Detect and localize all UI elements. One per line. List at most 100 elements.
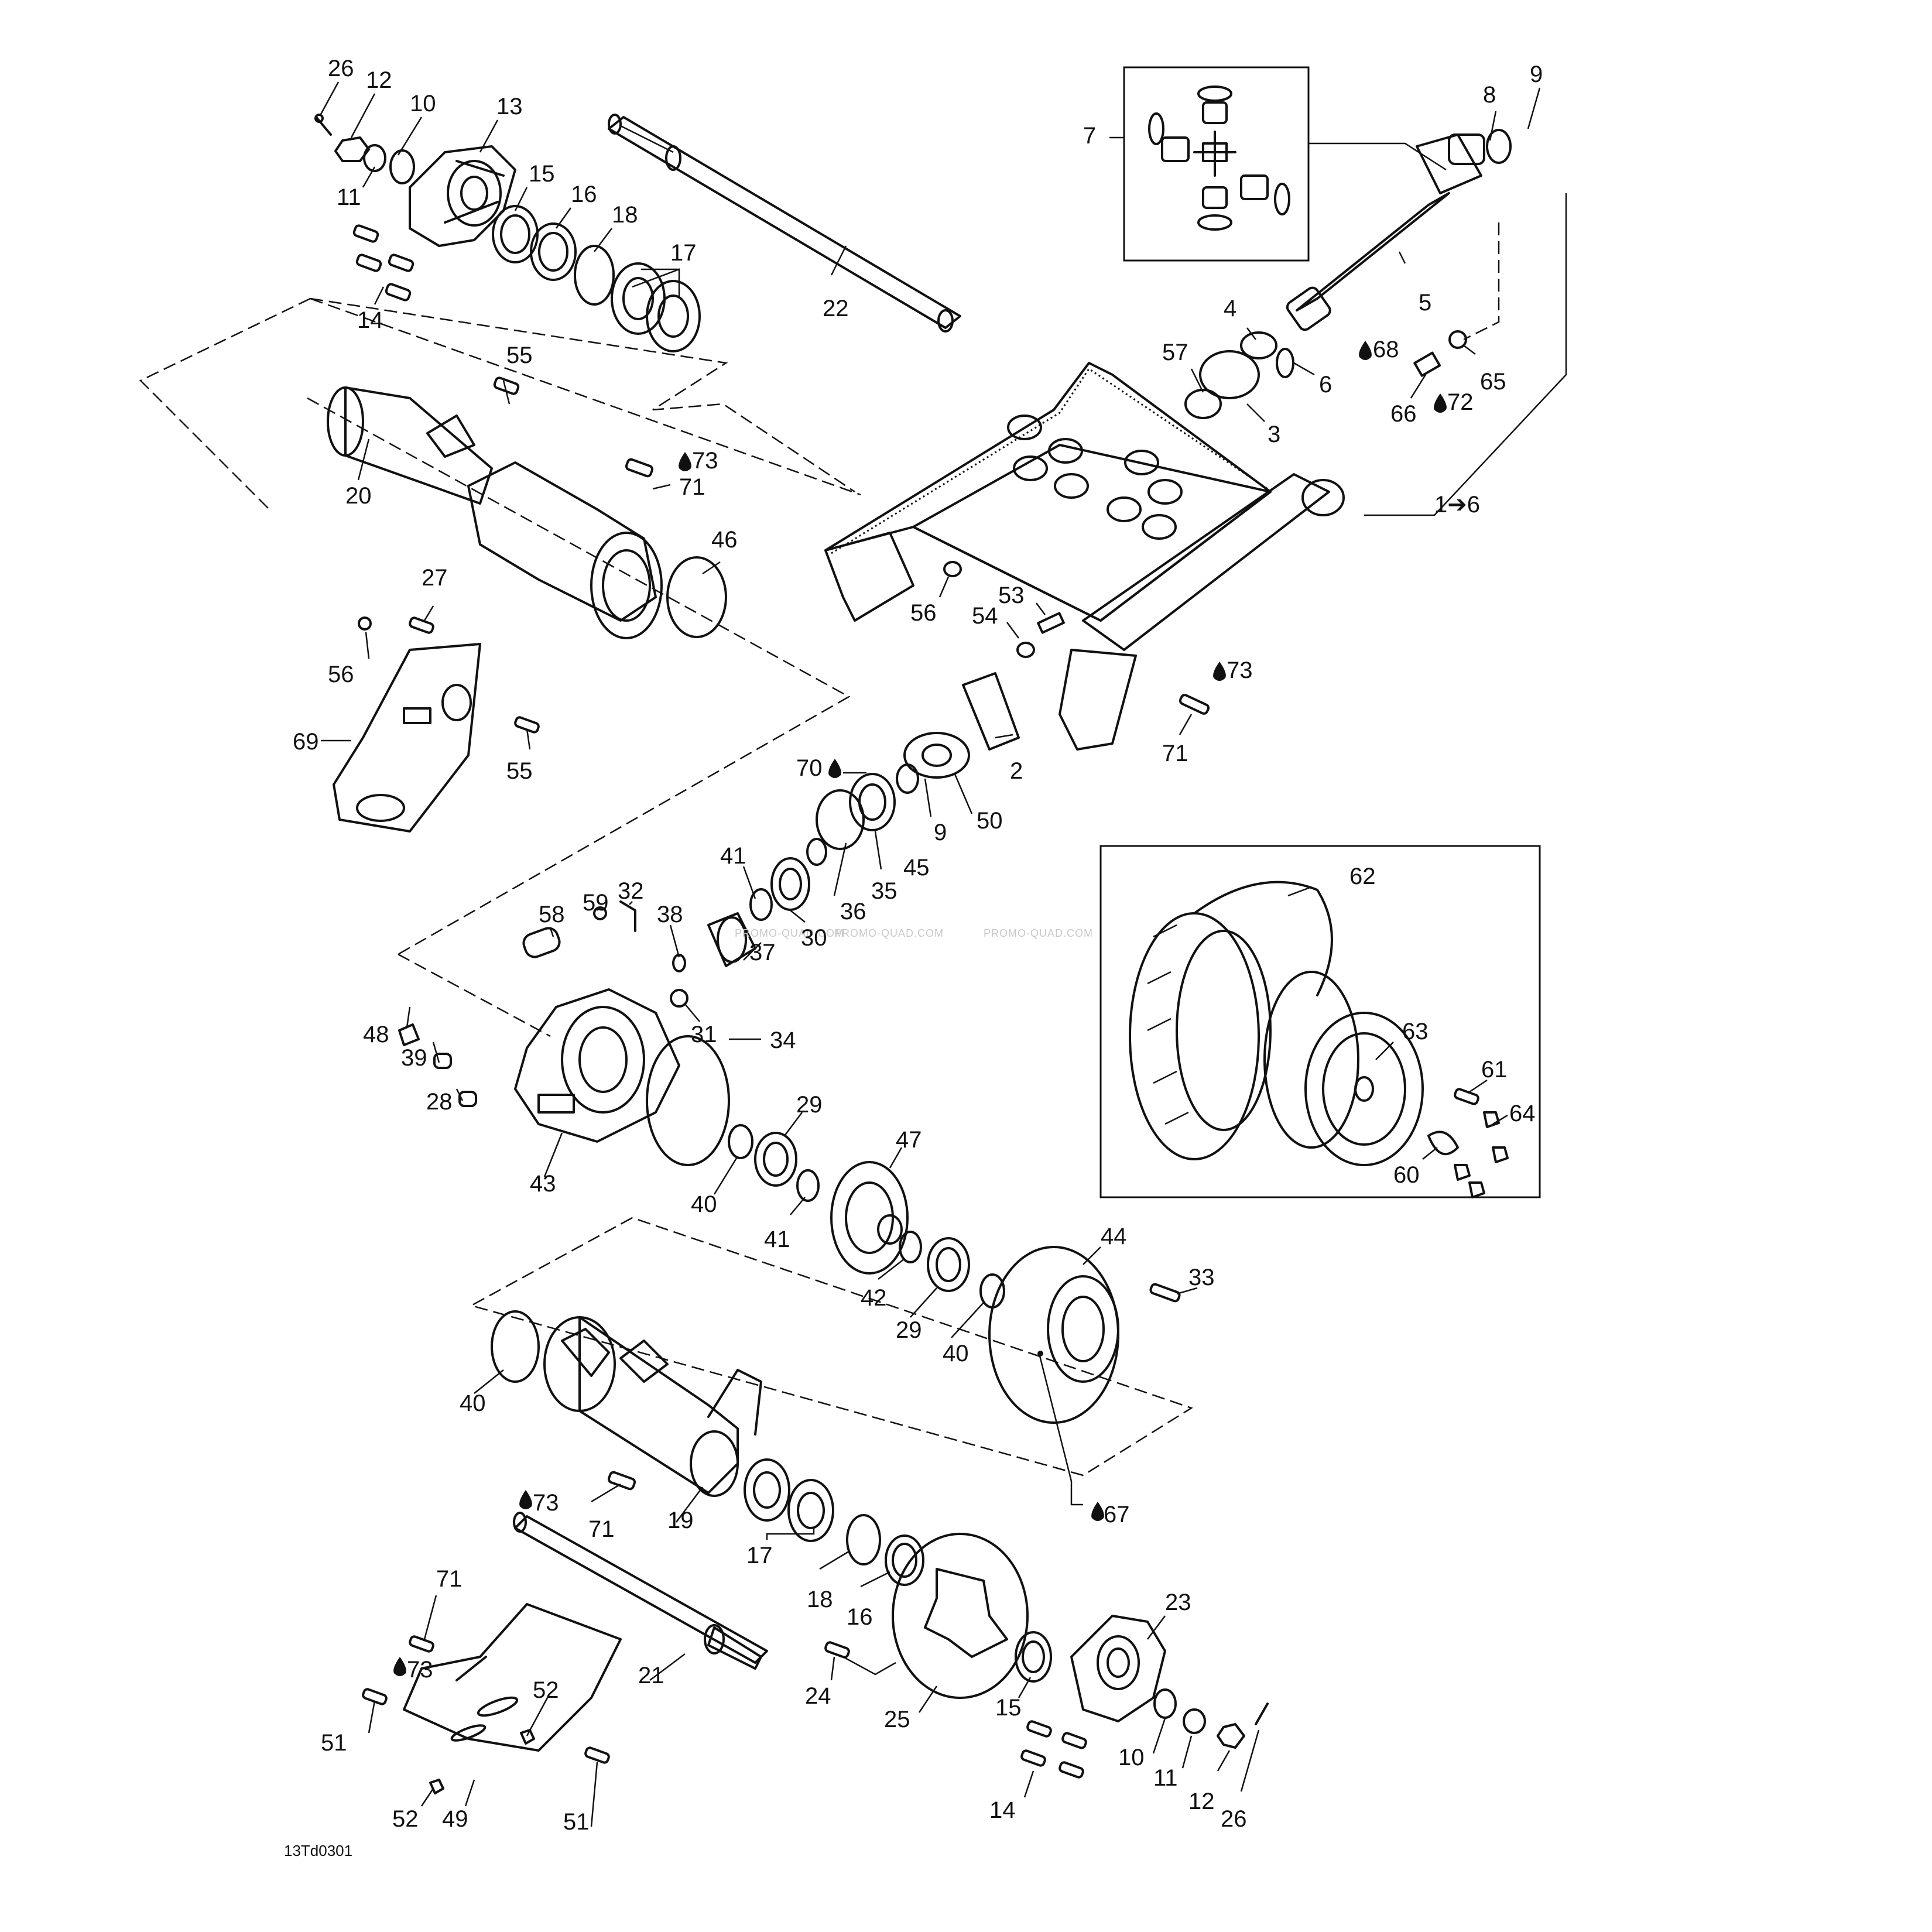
callout-label-l71b: 71 [1162, 741, 1188, 766]
callout-label-l46: 46 [711, 527, 738, 553]
callout-label-l68: 68 [1373, 337, 1399, 362]
watermark-text-3: PROMO-QUAD.COM [984, 927, 1093, 939]
callout-label-l60: 60 [1393, 1162, 1420, 1188]
callout-label-l72: 72 [1447, 389, 1474, 415]
wheel-hub-top [409, 145, 516, 247]
callout-label-l66: 66 [1390, 401, 1417, 427]
callout-label-l11a: 11 [337, 184, 361, 210]
callout-label-l49: 49 [442, 1806, 468, 1832]
callout-label-l30: 30 [801, 925, 827, 951]
callout-label-l54: 54 [972, 603, 998, 629]
callout-label-l42: 42 [861, 1285, 887, 1311]
callout-label-l32: 32 [618, 878, 644, 904]
axle-tube-20 [327, 376, 520, 505]
dash-3 [307, 397, 851, 955]
boot-clamps [1184, 330, 1467, 419]
callout-label-l16a: 16 [571, 181, 597, 207]
callout-label-l73c: 73 [533, 1490, 559, 1516]
callout-label-l73d: 73 [407, 1657, 433, 1683]
diff-housing-43 [514, 988, 680, 1143]
callout-label-l1to6: 1➔6 [1434, 492, 1480, 518]
callout-label-l24: 24 [805, 1683, 831, 1709]
u-joint-detail-box [1123, 66, 1310, 262]
callout-label-l14b: 14 [989, 1797, 1016, 1823]
u-joint-kit [1148, 85, 1290, 231]
dash-shaft-65 [1463, 222, 1500, 341]
callout-label-l3: 3 [1268, 422, 1280, 447]
drive-shaft-yoke [1286, 129, 1512, 331]
callout-label-l67: 67 [1104, 1502, 1130, 1527]
callout-label-l73a: 73 [692, 448, 718, 474]
callout-label-l4: 4 [1224, 296, 1236, 321]
callout-label-l21: 21 [638, 1663, 664, 1688]
dash-4 [398, 953, 551, 1037]
callout-label-l39: 39 [401, 1045, 427, 1071]
callout-label-l55a: 55 [506, 342, 533, 368]
callout-label-l18b: 18 [807, 1587, 833, 1612]
dash-1 [310, 297, 861, 496]
seals-bearings-top [492, 205, 701, 352]
callout-label-l23: 23 [1165, 1590, 1191, 1615]
drop-icon [393, 341, 1447, 1676]
callout-label-l40a: 40 [691, 1191, 717, 1217]
callout-label-l11b: 11 [1153, 1765, 1178, 1791]
callout-label-l18a: 18 [612, 202, 638, 228]
connector-1to6 [1364, 193, 1567, 516]
dash-2 [139, 297, 311, 510]
callout-label-l14a: 14 [357, 307, 383, 333]
callout-label-l71a: 71 [679, 474, 705, 500]
callout-label-l17b: 17 [746, 1543, 773, 1568]
wheel-detail-box [1099, 845, 1541, 1198]
callout-label-l27: 27 [422, 565, 448, 591]
axle-tube-19 [491, 1310, 762, 1497]
tire-62 [1129, 881, 1333, 1160]
swing-arm-frame [824, 362, 1345, 751]
callout-label-l64: 64 [1509, 1101, 1536, 1126]
diff-spacers-bearings [749, 672, 1020, 921]
callout-label-l71d: 71 [436, 1566, 463, 1592]
connector-ujoint [1308, 142, 1447, 171]
callout-label-l59: 59 [583, 890, 609, 916]
callout-label-l44: 44 [1101, 1224, 1127, 1249]
callout-label-l41a: 41 [720, 843, 746, 869]
callout-label-l45: 45 [903, 855, 930, 881]
callout-label-l63: 63 [1402, 1019, 1429, 1044]
callout-label-l41b: 41 [764, 1227, 790, 1252]
callout-label-l40c: 40 [460, 1390, 486, 1416]
studs-top [352, 224, 415, 302]
callout-label-l57: 57 [1162, 340, 1188, 365]
callout-label-l35: 35 [871, 878, 898, 904]
studs-lower [1020, 1720, 1087, 1779]
callout-label-l17a: 17 [670, 240, 697, 266]
rim-63 [1263, 971, 1424, 1166]
pinion-gear-37 [670, 912, 756, 1008]
callout-label-l37: 37 [749, 940, 776, 965]
callout-label-l53: 53 [998, 583, 1025, 608]
callout-label-l34: 34 [770, 1027, 796, 1053]
skid-plate-49 [362, 1603, 622, 1794]
axle-shaft-lower [513, 1512, 768, 1670]
callout-label-l28: 28 [426, 1089, 453, 1115]
callout-label-l36: 36 [840, 899, 866, 924]
watermark: PROMO-QUAD.COM PROMO-QUAD.COM PROMO-QUAD… [735, 927, 1093, 939]
callout-label-l55b: 55 [506, 758, 533, 784]
callout-label-l38: 38 [657, 902, 683, 927]
callout-label-l26a: 26 [328, 56, 354, 81]
leader-lines [320, 81, 1541, 1827]
callout-label-l47: 47 [896, 1127, 922, 1153]
axle-shaft-top [608, 114, 961, 333]
watermark-text-2: PROMO-QUAD.COM [834, 927, 944, 939]
callout-label-l70: 70 [796, 755, 823, 781]
drawing-code: 13Td0301 [284, 1842, 352, 1859]
callout-label-l8: 8 [1483, 82, 1496, 108]
hub-nut-group-top [314, 114, 415, 184]
callout-label-l10a: 10 [410, 91, 436, 117]
callout-label-l62: 62 [1349, 864, 1376, 889]
callout-label-l9a: 9 [1530, 61, 1543, 87]
vent-fittings [398, 900, 636, 1107]
callout-label-l20: 20 [345, 483, 372, 509]
hub-group-outline [310, 297, 855, 493]
callout-label-l43: 43 [530, 1171, 556, 1197]
callout-label-l16b: 16 [847, 1604, 873, 1630]
